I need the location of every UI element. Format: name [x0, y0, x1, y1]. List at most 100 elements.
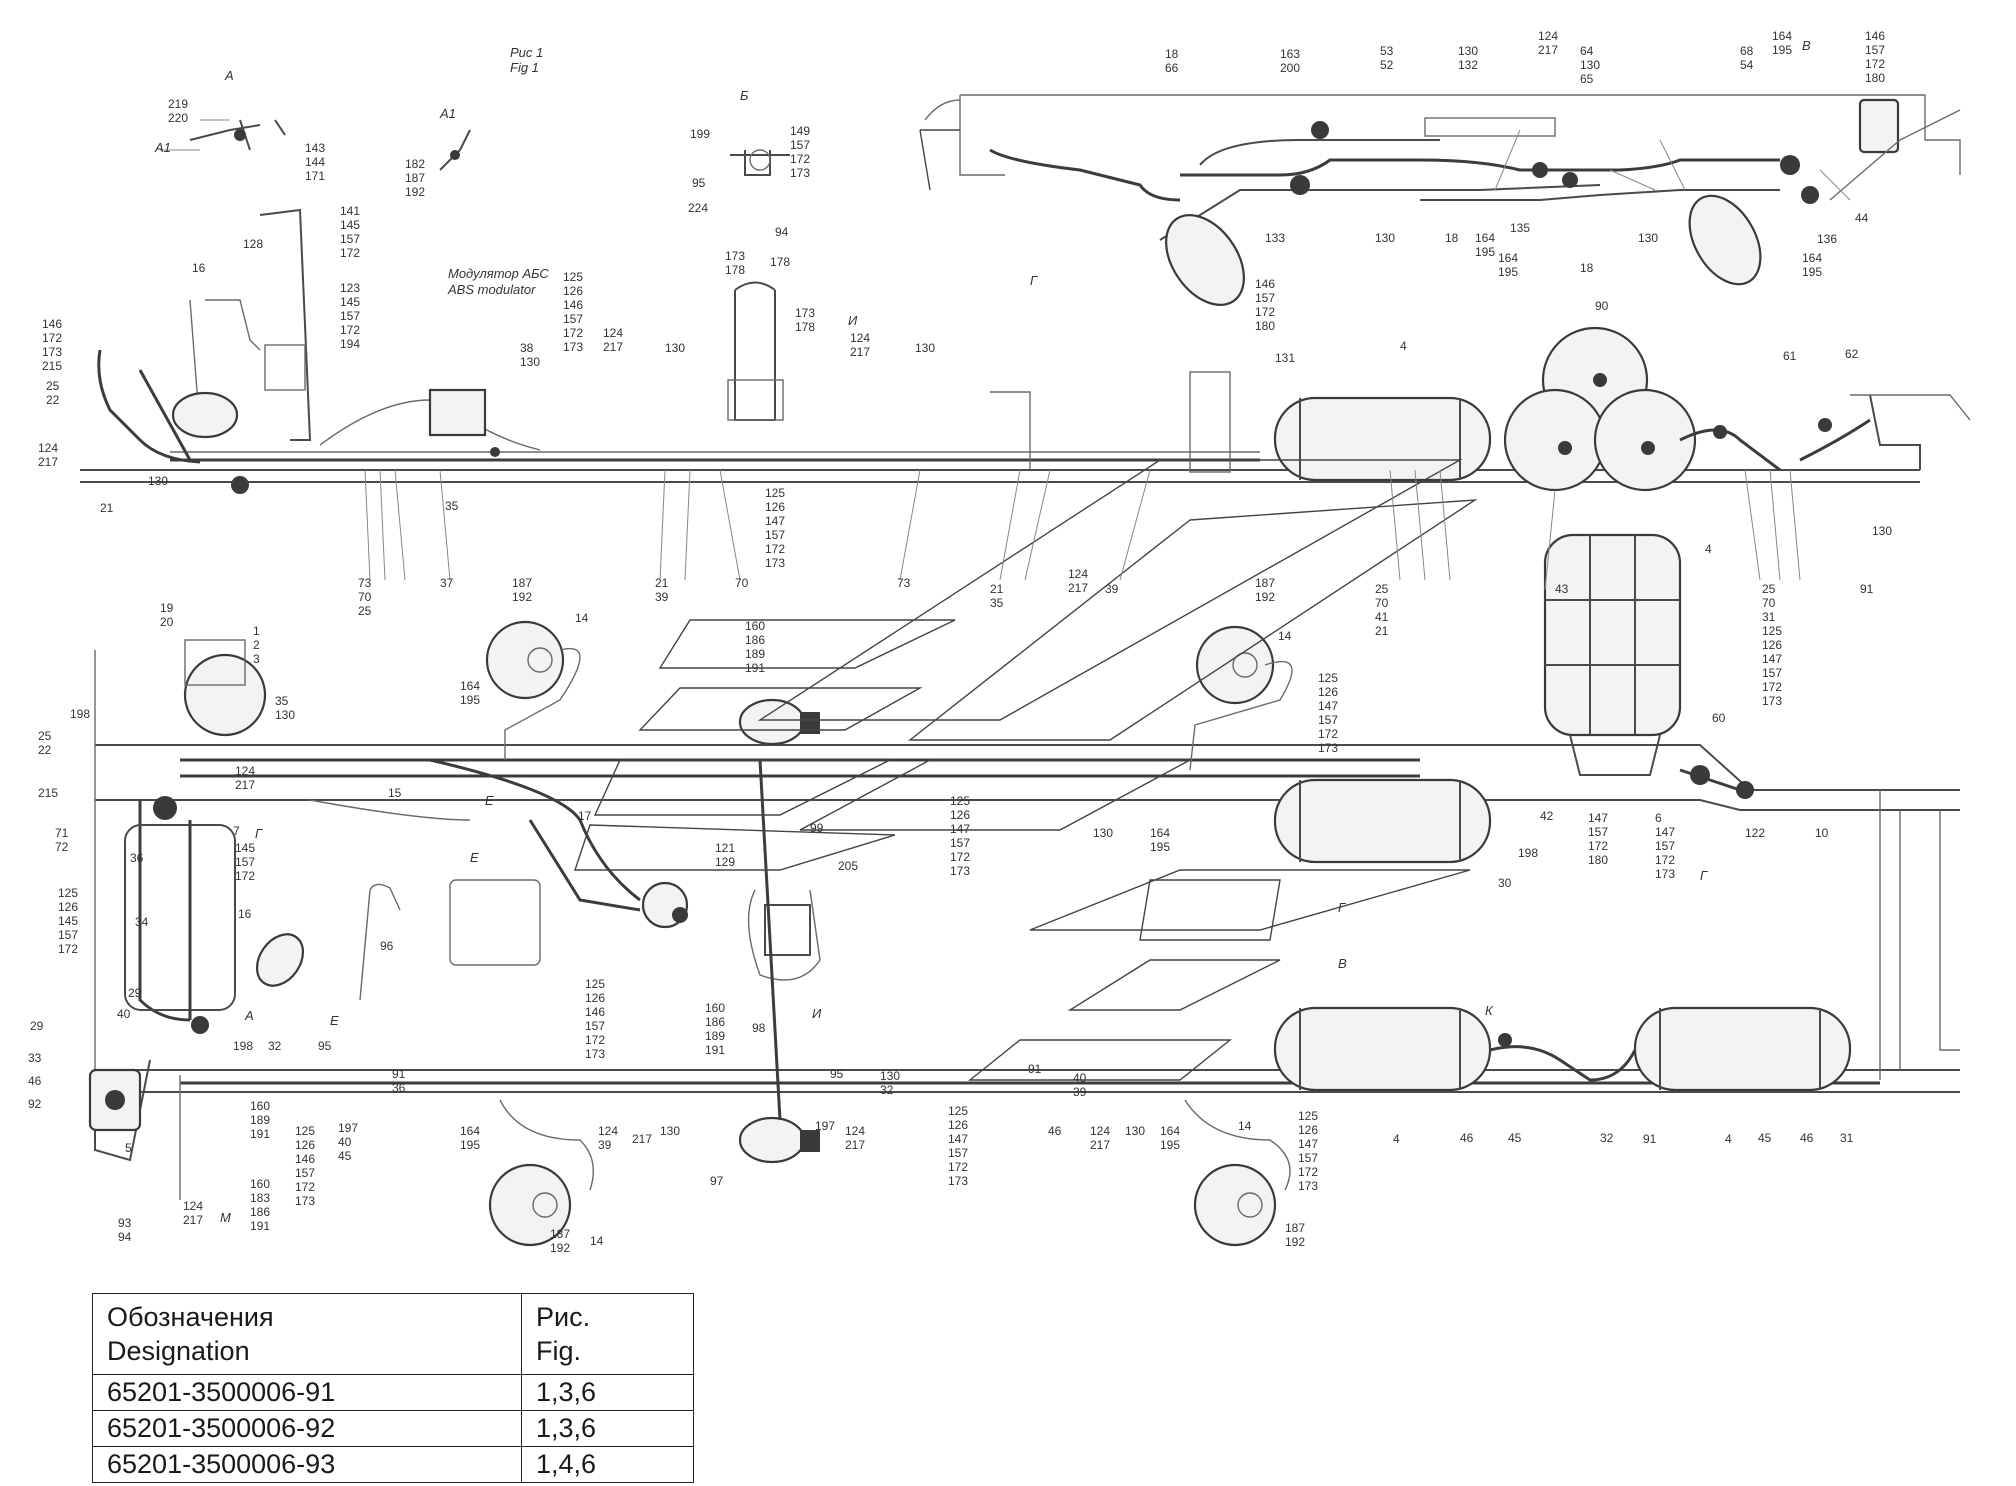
part-number: 192	[1255, 590, 1275, 604]
part-number: 173	[765, 556, 785, 570]
part-number: 22	[46, 393, 60, 407]
part-number: 40	[117, 1007, 131, 1021]
view-label-m: М	[220, 1210, 231, 1225]
part-callout: 35	[445, 499, 459, 513]
part-callout: 130	[1125, 1124, 1145, 1138]
part-number: 32	[880, 1083, 894, 1097]
part-number: 172	[790, 152, 810, 166]
part-callout: 4	[1725, 1132, 1732, 1146]
part-number: 146	[585, 1005, 605, 1019]
view-label-g2: Г	[255, 826, 263, 841]
part-number: 66	[1165, 61, 1179, 75]
part-number: 130	[660, 1124, 680, 1138]
part-number: 186	[705, 1015, 725, 1029]
part-number: 147	[1318, 699, 1338, 713]
part-number: 36	[130, 851, 144, 865]
part-number: 125	[563, 270, 583, 284]
part-number: 157	[58, 928, 78, 942]
part-number: 220	[168, 111, 188, 125]
part-number: 39	[1073, 1085, 1087, 1099]
designation-cell: 65201-3500006-93	[92, 1446, 522, 1483]
part-number: 126	[948, 1118, 968, 1132]
part-number: 195	[1772, 43, 1792, 57]
part-callout: 130	[1638, 231, 1658, 245]
part-number: 125	[948, 1104, 968, 1118]
part-number: 124	[850, 331, 870, 345]
part-number: 46	[1800, 1131, 1814, 1145]
view-labels: А А1 А1 Б В Г И Е Е Е Г Г Г В А К М И Ри…	[154, 38, 1811, 1225]
part-number: 10	[1815, 826, 1829, 840]
part-callout: 97	[710, 1174, 724, 1188]
designation-cell: 65201-3500006-91	[92, 1374, 522, 1411]
part-number: 160	[250, 1177, 270, 1191]
part-number: 172	[1762, 680, 1782, 694]
part-number: 126	[765, 500, 785, 514]
part-number: 21	[100, 501, 114, 515]
part-number: 173	[1318, 741, 1338, 755]
view-label-v: В	[1802, 38, 1811, 53]
part-callout: 96	[380, 939, 394, 953]
part-number: 122	[1745, 826, 1765, 840]
part-callout: 91	[1643, 1132, 1657, 1146]
part-number: 172	[58, 942, 78, 956]
part-number: 132	[1458, 58, 1478, 72]
part-number: 1	[253, 624, 260, 638]
part-number: 54	[1740, 58, 1754, 72]
part-number: 173	[1298, 1179, 1318, 1193]
part-number: 172	[1298, 1165, 1318, 1179]
part-number: 126	[563, 284, 583, 298]
part-number: 41	[1375, 610, 1389, 624]
figure-header: Рис.Fig.	[521, 1293, 694, 1375]
part-number: 97	[710, 1174, 724, 1188]
part-number: 92	[28, 1097, 42, 1111]
part-number: 14	[575, 611, 589, 625]
part-number: 197	[338, 1121, 358, 1135]
part-number: 141	[340, 204, 360, 218]
part-number: 163	[1280, 47, 1300, 61]
part-number: 195	[460, 1138, 480, 1152]
part-number: 31	[1762, 610, 1776, 624]
part-callout: 94	[775, 225, 789, 239]
part-number: 164	[1802, 251, 1822, 265]
part-number: 2	[253, 638, 260, 652]
part-number: 25	[358, 604, 372, 618]
part-number: 99	[810, 821, 824, 835]
part-number: 173	[1655, 867, 1675, 881]
table-row: 65201-3500006-93 1,4,6	[92, 1446, 694, 1483]
part-callout: 46	[1048, 1124, 1062, 1138]
part-callout: 15	[388, 786, 402, 800]
part-number: 20	[160, 615, 174, 629]
part-number: 62	[1845, 347, 1859, 361]
part-number: 39	[598, 1138, 612, 1152]
part-callout: 62	[1845, 347, 1859, 361]
part-number: 147	[1298, 1137, 1318, 1151]
part-number: 157	[340, 232, 360, 246]
part-number: 22	[38, 743, 52, 757]
view-label-a1: А1	[439, 106, 456, 121]
part-number: 157	[585, 1019, 605, 1033]
part-number: 126	[1318, 685, 1338, 699]
part-number: 198	[233, 1039, 253, 1053]
part-number: 164	[460, 1124, 480, 1138]
part-number: 14	[1278, 629, 1292, 643]
part-number: 35	[445, 499, 459, 513]
part-number: 4	[1393, 1132, 1400, 1146]
